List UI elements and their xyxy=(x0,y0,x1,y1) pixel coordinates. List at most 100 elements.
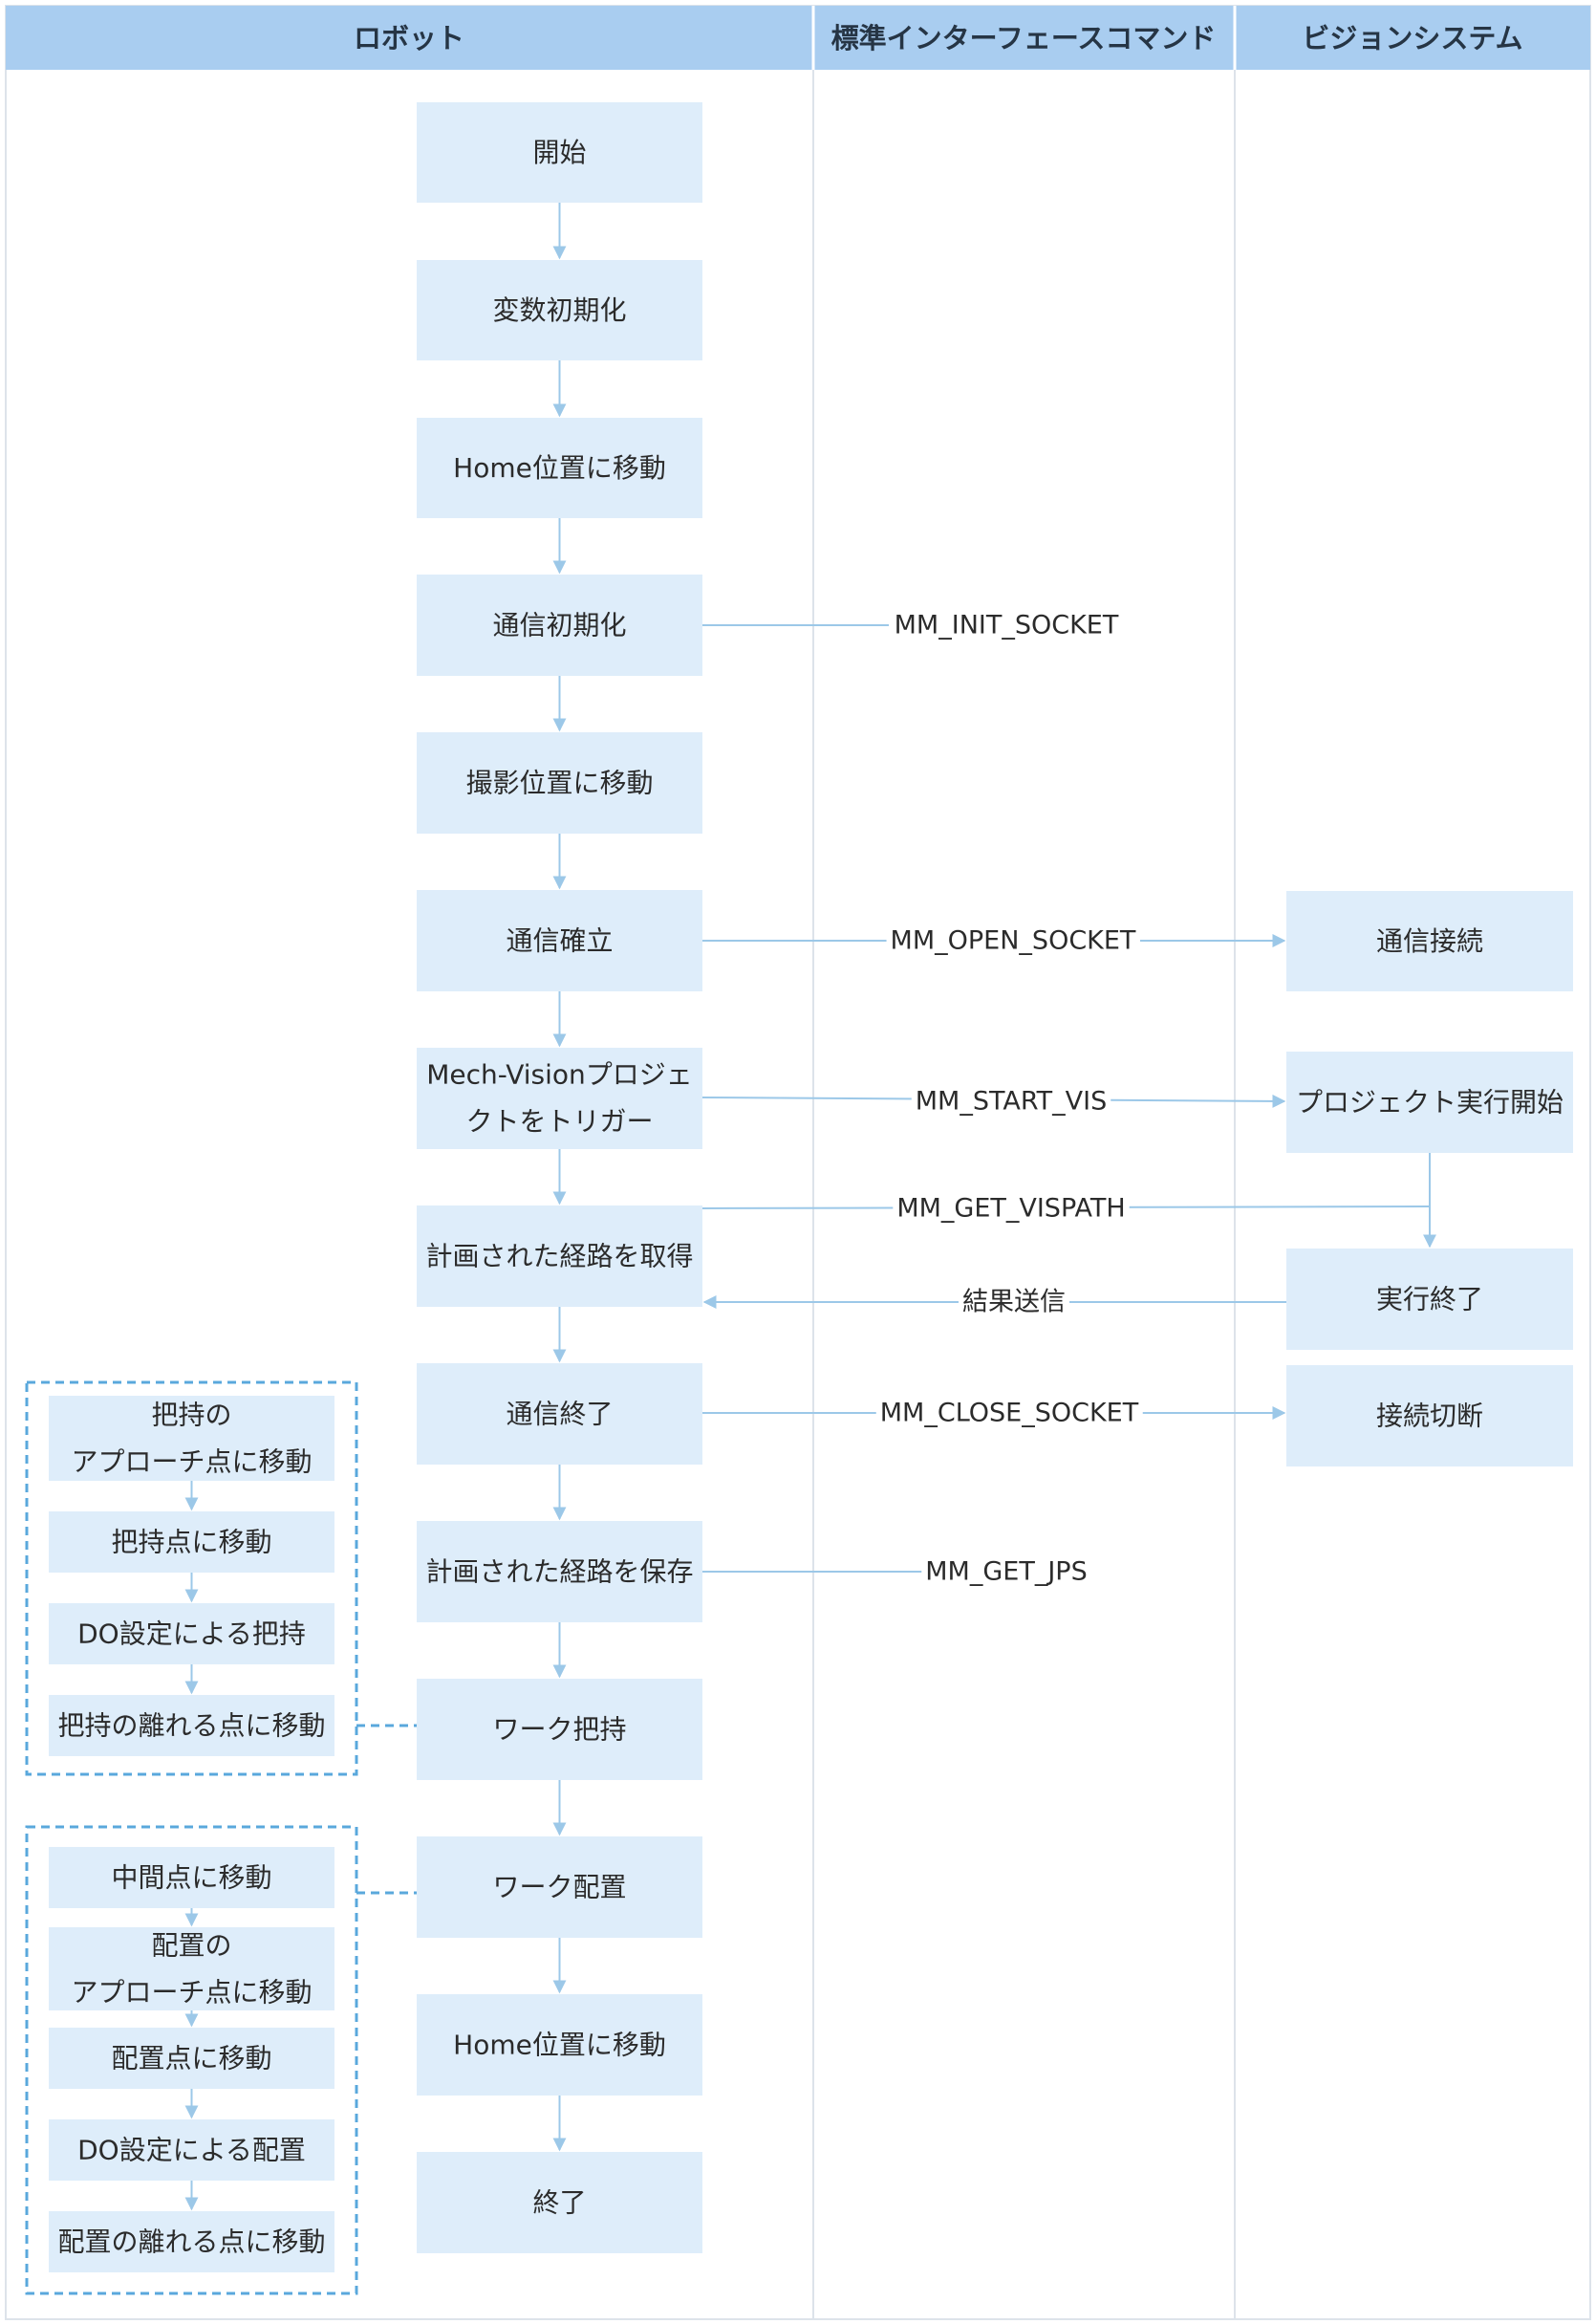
grasp-step-label-line2: アプローチ点に移動 xyxy=(71,1446,312,1478)
grasp-step-box xyxy=(49,1396,334,1481)
grasp-step-label: DO設定による把持 xyxy=(77,1618,306,1650)
place-step-label-line1: 配置の xyxy=(151,1930,231,1962)
command-label-backing xyxy=(875,1396,1143,1430)
vision-step-run-project: プロジェクト実行開始 xyxy=(1286,1052,1573,1153)
command-label-backing xyxy=(921,1554,1091,1589)
robot-step-box xyxy=(417,1994,702,2096)
vision-step-label: 通信接続 xyxy=(1376,925,1483,957)
command-label-close-socket: MM_CLOSE_SOCKET xyxy=(880,1399,1139,1428)
place-step-label: DO設定による配置 xyxy=(77,2135,306,2166)
robot-step-box xyxy=(417,1836,702,1938)
robot-step-get-path: 計画された経路を取得 xyxy=(417,1205,702,1307)
robot-step-label: 撮影位置に移動 xyxy=(465,768,653,799)
robot-step-trigger-project: Mech-Visionプロジェ クトをトリガー xyxy=(417,1048,702,1149)
robot-step-label-line1: Mech-Visionプロジェ xyxy=(426,1059,693,1091)
place-step-intermediate: 中間点に移動 xyxy=(49,1847,334,1908)
robot-step-box xyxy=(417,418,702,518)
grasp-step-label: 把持点に移動 xyxy=(111,1527,271,1558)
grasp-step-box xyxy=(49,1511,334,1573)
place-step-move-to-place-point: 配置点に移動 xyxy=(49,2028,334,2089)
robot-step-label: Home位置に移動 xyxy=(453,452,666,484)
command-label-open-socket: MM_OPEN_SOCKET xyxy=(891,926,1136,956)
vision-step-connect: 通信接続 xyxy=(1286,891,1573,991)
vision-step-finished: 実行終了 xyxy=(1286,1249,1573,1350)
place-group-frame xyxy=(25,1825,358,2295)
place-step-box xyxy=(49,1927,334,2010)
place-step-do-place: DO設定による配置 xyxy=(49,2119,334,2181)
grasp-step-move-to-grasp-point: 把持点に移動 xyxy=(49,1511,334,1573)
vision-step-box xyxy=(1286,891,1573,991)
command-label-get-jps: MM_GET_JPS xyxy=(925,1557,1087,1587)
robot-step-box xyxy=(417,890,702,991)
robot-step-box xyxy=(417,2152,702,2253)
robot-step-return-home: Home位置に移動 xyxy=(417,1994,702,2096)
place-step-label: 配置の離れる点に移動 xyxy=(57,2226,325,2258)
robot-step-label: Home位置に移動 xyxy=(453,2030,666,2061)
grasp-step-label-line1: 把持の xyxy=(151,1400,231,1431)
robot-step-box xyxy=(417,732,702,834)
robot-step-label: 終了 xyxy=(532,2187,586,2219)
vision-step-label: 接続切断 xyxy=(1376,1401,1483,1432)
vision-step-disconnect: 接続切断 xyxy=(1286,1365,1573,1466)
lane-header-vision: ビジョンシステム xyxy=(1302,22,1522,54)
vision-step-label: 実行終了 xyxy=(1376,1284,1483,1315)
place-step-label: 配置点に移動 xyxy=(111,2043,271,2074)
vision-step-box xyxy=(1286,1365,1573,1466)
robot-step-label: 計画された経路を取得 xyxy=(425,1241,693,1272)
grasp-group-frame xyxy=(25,1380,358,1776)
robot-step-move-home: Home位置に移動 xyxy=(417,418,702,518)
robot-step-grasp-workpiece: ワーク把持 xyxy=(417,1679,702,1780)
robot-step-box xyxy=(417,1679,702,1780)
command-label-backing xyxy=(911,1084,1111,1119)
command-label-init-socket: MM_INIT_SOCKET xyxy=(895,611,1119,641)
robot-step-place-workpiece: ワーク配置 xyxy=(417,1836,702,1938)
grasp-step-approach: 把持の アプローチ点に移動 xyxy=(49,1396,334,1481)
vision-step-label: プロジェクト実行開始 xyxy=(1296,1087,1564,1119)
robot-step-save-path: 計画された経路を保存 xyxy=(417,1521,702,1622)
robot-step-end-comm: 通信終了 xyxy=(417,1363,702,1465)
place-step-box xyxy=(49,2028,334,2089)
robot-step-box xyxy=(417,575,702,676)
grasp-step-box xyxy=(49,1603,334,1664)
vision-step-box xyxy=(1286,1249,1573,1350)
robot-step-box xyxy=(417,102,702,203)
robot-step-label: 通信初期化 xyxy=(492,610,626,641)
command-label-backing xyxy=(886,923,1140,958)
place-step-retreat: 配置の離れる点に移動 xyxy=(49,2211,334,2272)
robot-step-label: 通信終了 xyxy=(506,1399,613,1430)
grasp-step-label: 把持の離れる点に移動 xyxy=(57,1710,325,1742)
robot-step-init-variables: 変数初期化 xyxy=(417,260,702,360)
place-step-box xyxy=(49,1847,334,1908)
command-label-send-result: 結果送信 xyxy=(962,1288,1066,1317)
robot-step-box xyxy=(417,1048,702,1149)
robot-step-label: 通信確立 xyxy=(506,925,613,957)
grasp-step-box xyxy=(49,1695,334,1756)
place-step-box xyxy=(49,2211,334,2272)
robot-step-label: ワーク把持 xyxy=(492,1714,626,1746)
place-step-box xyxy=(49,2119,334,2181)
robot-step-label: 変数初期化 xyxy=(492,294,626,326)
grasp-step-retreat: 把持の離れる点に移動 xyxy=(49,1695,334,1756)
robot-step-init-comm: 通信初期化 xyxy=(417,575,702,676)
robot-step-start: 開始 xyxy=(417,102,702,203)
robot-step-label: 開始 xyxy=(532,137,586,168)
robot-step-end: 終了 xyxy=(417,2152,702,2253)
place-step-approach: 配置の アプローチ点に移動 xyxy=(49,1927,334,2010)
command-label-backing xyxy=(893,1191,1130,1226)
robot-step-move-capture: 撮影位置に移動 xyxy=(417,732,702,834)
command-label-backing xyxy=(959,1285,1069,1319)
robot-step-establish-comm: 通信確立 xyxy=(417,890,702,991)
robot-step-label-line2: クトをトリガー xyxy=(465,1106,653,1138)
robot-step-box xyxy=(417,1363,702,1465)
command-label-backing xyxy=(890,608,1123,642)
command-labels: MM_INIT_SOCKET MM_OPEN_SOCKET MM_START_V… xyxy=(875,608,1143,1589)
command-label-start-vis: MM_START_VIS xyxy=(916,1087,1107,1117)
grasp-step-do-grasp: DO設定による把持 xyxy=(49,1603,334,1664)
place-step-label: 中間点に移動 xyxy=(111,1862,271,1894)
header-bar xyxy=(6,6,1590,70)
lane-header-interface: 標準インターフェースコマンド xyxy=(831,22,1217,54)
robot-step-label: ワーク配置 xyxy=(492,1872,626,1903)
robot-step-box xyxy=(417,260,702,360)
lane-header-robot: ロボット xyxy=(354,22,464,54)
